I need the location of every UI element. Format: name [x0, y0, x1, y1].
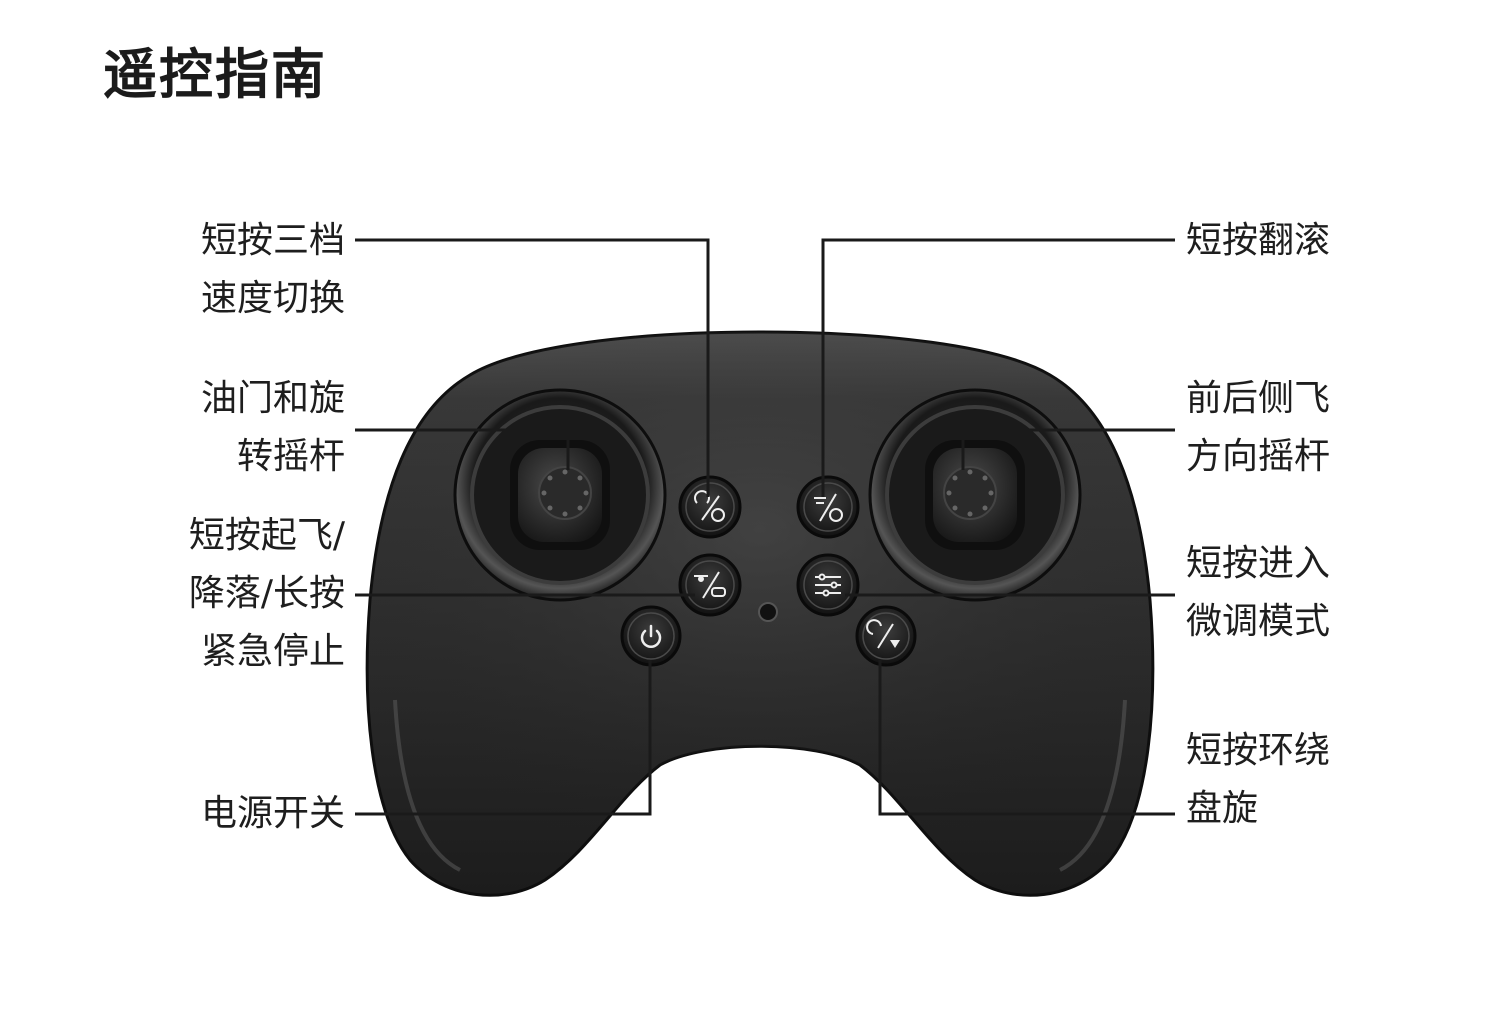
- label-orbit-line2: 盘旋: [1186, 788, 1259, 829]
- right-joystick[interactable]: [868, 388, 1082, 602]
- label-takeoff-line1: 短按起飞/: [188, 515, 345, 556]
- left-joystick[interactable]: [453, 388, 667, 602]
- label-throttle-line1: 油门和旋: [200, 378, 345, 419]
- leader-throttle: [355, 428, 570, 470]
- page-title: 遥控指南: [103, 43, 327, 106]
- flip-button[interactable]: [796, 475, 860, 539]
- label-throttle-stick: 油门和旋 转摇杆: [180, 370, 345, 486]
- label-flip-line1: 短按翻滚: [1186, 220, 1331, 261]
- drone-flip-icon: [814, 493, 843, 522]
- leader-lines: [355, 238, 1175, 816]
- indicator-light: [758, 602, 778, 622]
- leader-speed: [355, 238, 710, 497]
- label-speed-line2: 速度切换: [200, 278, 345, 319]
- leader-power: [355, 660, 652, 816]
- label-throttle-line2: 转摇杆: [236, 436, 345, 477]
- label-direction-line2: 方向摇杆: [1186, 436, 1331, 477]
- label-trim-line1: 短按进入: [1186, 543, 1331, 584]
- power-icon: [640, 624, 662, 648]
- takeoff-button[interactable]: [678, 553, 742, 617]
- orbit-button[interactable]: [855, 605, 917, 667]
- leader-orbit: [878, 660, 1175, 816]
- label-trim-line2: 微调模式: [1186, 601, 1331, 642]
- orbit-icon: [866, 619, 900, 649]
- label-trim: 短按进入 微调模式: [1186, 535, 1330, 651]
- label-orbit-line1: 短按环绕: [1186, 730, 1331, 771]
- leader-flip: [821, 238, 1175, 497]
- label-speed: 短按三档 速度切换: [180, 212, 345, 328]
- label-direction-line1: 前后侧飞: [1186, 378, 1331, 419]
- sliders-icon: [815, 573, 841, 597]
- trim-button[interactable]: [796, 553, 860, 617]
- label-direction-stick: 前后侧飞 方向摇杆: [1186, 370, 1330, 486]
- label-speed-line1: 短按三档: [200, 220, 345, 261]
- speed-button[interactable]: [678, 475, 742, 539]
- label-flip: 短按翻滚: [1186, 212, 1330, 270]
- drone-takeoff-stop-icon: [694, 571, 726, 599]
- label-orbit: 短按环绕 盘旋: [1186, 722, 1330, 838]
- leader-direction: [961, 428, 1175, 470]
- label-takeoff-line3: 紧急停止: [200, 631, 345, 672]
- label-power: 电源开关: [180, 785, 345, 843]
- speed-dial-icon: [694, 490, 725, 522]
- label-power-line1: 电源开关: [200, 793, 345, 834]
- label-takeoff: 短按起飞/ 降落/长按 紧急停止: [160, 507, 345, 681]
- label-takeoff-line2: 降落/长按: [188, 573, 345, 614]
- power-button[interactable]: [620, 605, 682, 667]
